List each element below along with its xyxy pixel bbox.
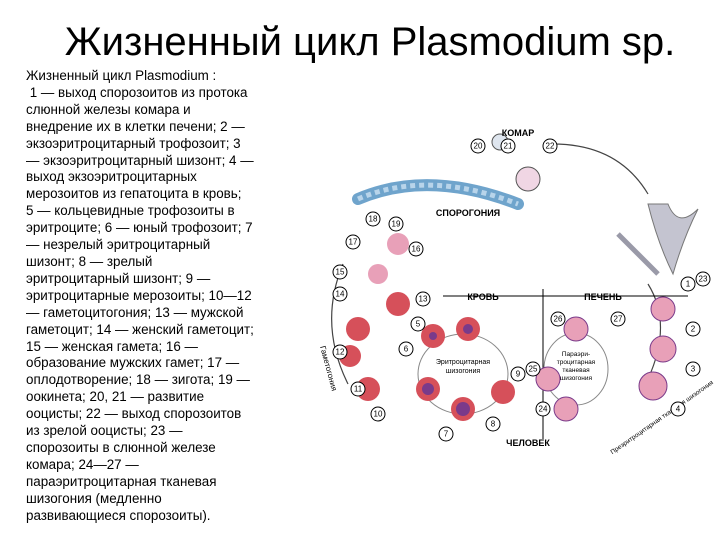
caption-line: мерозоитов из гепатоцита в кровь; [26,186,242,202]
badge-27: 27 [614,315,623,324]
caption-line: развивающиеся спорозоиты). [26,507,211,523]
badge-25: 25 [529,365,538,374]
life-cycle-figure: КОМАР СПОРОГОНИЯ КРОВЬ ПЕЧЕНЬ ЧЕЛОВЕК Га… [318,124,718,456]
caption-line: — гаметоцитогония; 13 — мужской [26,304,244,320]
erythrocyte-13 [386,292,410,316]
hepatocyte-25 [535,366,561,392]
mosquito-gut-cells [357,182,519,207]
label-erythro-schizogony-1: Эритроцитарная [436,359,490,366]
badge-19: 19 [392,220,401,229]
gamete-16 [387,233,409,255]
badge-11: 11 [354,385,363,394]
caption-line: экзоэритроцитарный трофозоит; 3 [26,135,241,151]
caption-line: внедрение их в клетки печени; 2 — [26,118,245,134]
hepatocyte-26 [563,316,589,342]
caption-line: эритроцитарный шизонт; 9 — [26,270,211,286]
badge-1: 1 [686,280,691,289]
caption-line: Жизненный цикл Plasmodium : [26,68,217,83]
gamete-15 [368,264,388,284]
label-sporogony: СПОРОГОНИЯ [436,208,500,218]
label-para-2: троцитарная [557,359,596,366]
label-para-3: тканевая [562,367,590,374]
badge-5: 5 [416,320,421,329]
caption-line: 1 — выход спорозоитов из протока [26,84,248,100]
badge-20: 20 [474,142,483,151]
label-para-4: шизогония [560,375,592,382]
label-mosquito: КОМАР [502,128,535,138]
caption-line: параэритроцитарная тканевая [26,473,217,489]
label-erythro-schizogony-2: шизогония [446,368,481,375]
badge-17: 17 [349,238,358,247]
erythrocyte-10 [346,317,370,341]
parasite-dot [429,332,437,340]
caption-line: эритроците; 6 — юный трофозоит; 7 [26,220,253,236]
salivary-duct [616,232,660,276]
parasite-dot [422,383,434,395]
caption-line: комара; 24—27 — [26,456,139,472]
page-title: Жизненный цикл Plasmodium sp. [64,20,676,64]
arrow-to-gland [552,143,649,195]
arrow-to-liver [647,283,661,380]
caption-line: выход экзоэритроцитарных [26,169,197,185]
caption-line: образование мужских гамет; 17 — [26,355,240,371]
caption: Жизненный цикл Plasmodium : 1 — выход сп… [26,68,311,524]
caption-line: из зрелой ооцисты; 23 — [26,423,183,439]
badge-10: 10 [374,410,383,419]
parasite-dot [463,324,473,334]
badge-2: 2 [691,325,696,334]
oocyst-mature [515,166,541,192]
badge-21: 21 [504,142,513,151]
caption-line: гаметоцит; 14 — женский гаметоцит; [26,321,254,337]
badge-3: 3 [691,365,696,374]
parasite-dot [456,402,470,416]
badge-9: 9 [516,370,521,379]
badge-6: 6 [404,345,409,354]
badge-7: 7 [444,430,449,439]
badge-12: 12 [336,348,345,357]
badge-26: 26 [554,315,563,324]
caption-line: оокинета; 20, 21 — развитие [26,389,205,405]
badge-8: 8 [491,420,496,429]
number-badges: 1 2 3 4 5 6 7 8 9 10 11 12 13 14 15 16 1… [332,138,711,442]
hepatocyte-2 [649,335,677,363]
label-blood: КРОВЬ [467,292,499,302]
label-liver: ПЕЧЕНЬ [584,292,622,302]
badge-22: 22 [546,142,555,151]
erythrocyte-9 [491,380,515,404]
salivary-gland [647,203,699,276]
caption-line: — экзоэритроцитарный шизонт; 4 — [26,152,254,168]
badge-23: 23 [699,275,708,284]
badge-4: 4 [676,405,681,414]
hepatocyte-3 [638,371,668,401]
caption-line: шизогония (медленно [26,490,162,506]
badge-14: 14 [336,290,345,299]
badge-13: 13 [419,295,428,304]
label-human: ЧЕЛОВЕК [506,438,550,448]
badge-15: 15 [336,268,345,277]
caption-line: — незрелый эритроцитарный [26,237,211,253]
caption-line: слюнной железы комара и [26,101,191,117]
label-para-1: Параэри- [562,351,590,358]
badge-18: 18 [369,215,378,224]
caption-line: 5 — кольцевидные трофозоиты в [26,203,235,219]
badge-24: 24 [539,405,548,414]
caption-line: шизонт; 8 — зрелый [26,253,153,269]
badge-16: 16 [412,245,421,254]
caption-line: 15 — женская гамета; 16 — [26,338,198,354]
caption-line: эритроцитарные мерозоиты; 10—12 [26,287,252,303]
hepatocyte-24 [553,396,579,422]
caption-line: оплодотворение; 18 — зигота; 19 — [26,372,250,388]
caption-line: ооцисты; 22 — выход спорозоитов [26,406,242,422]
hepatocyte-1 [650,296,676,322]
caption-line: спорозоиты в слюнной железе [26,439,216,455]
life-cycle-diagram: КОМАР СПОРОГОНИЯ КРОВЬ ПЕЧЕНЬ ЧЕЛОВЕК Га… [318,128,715,456]
